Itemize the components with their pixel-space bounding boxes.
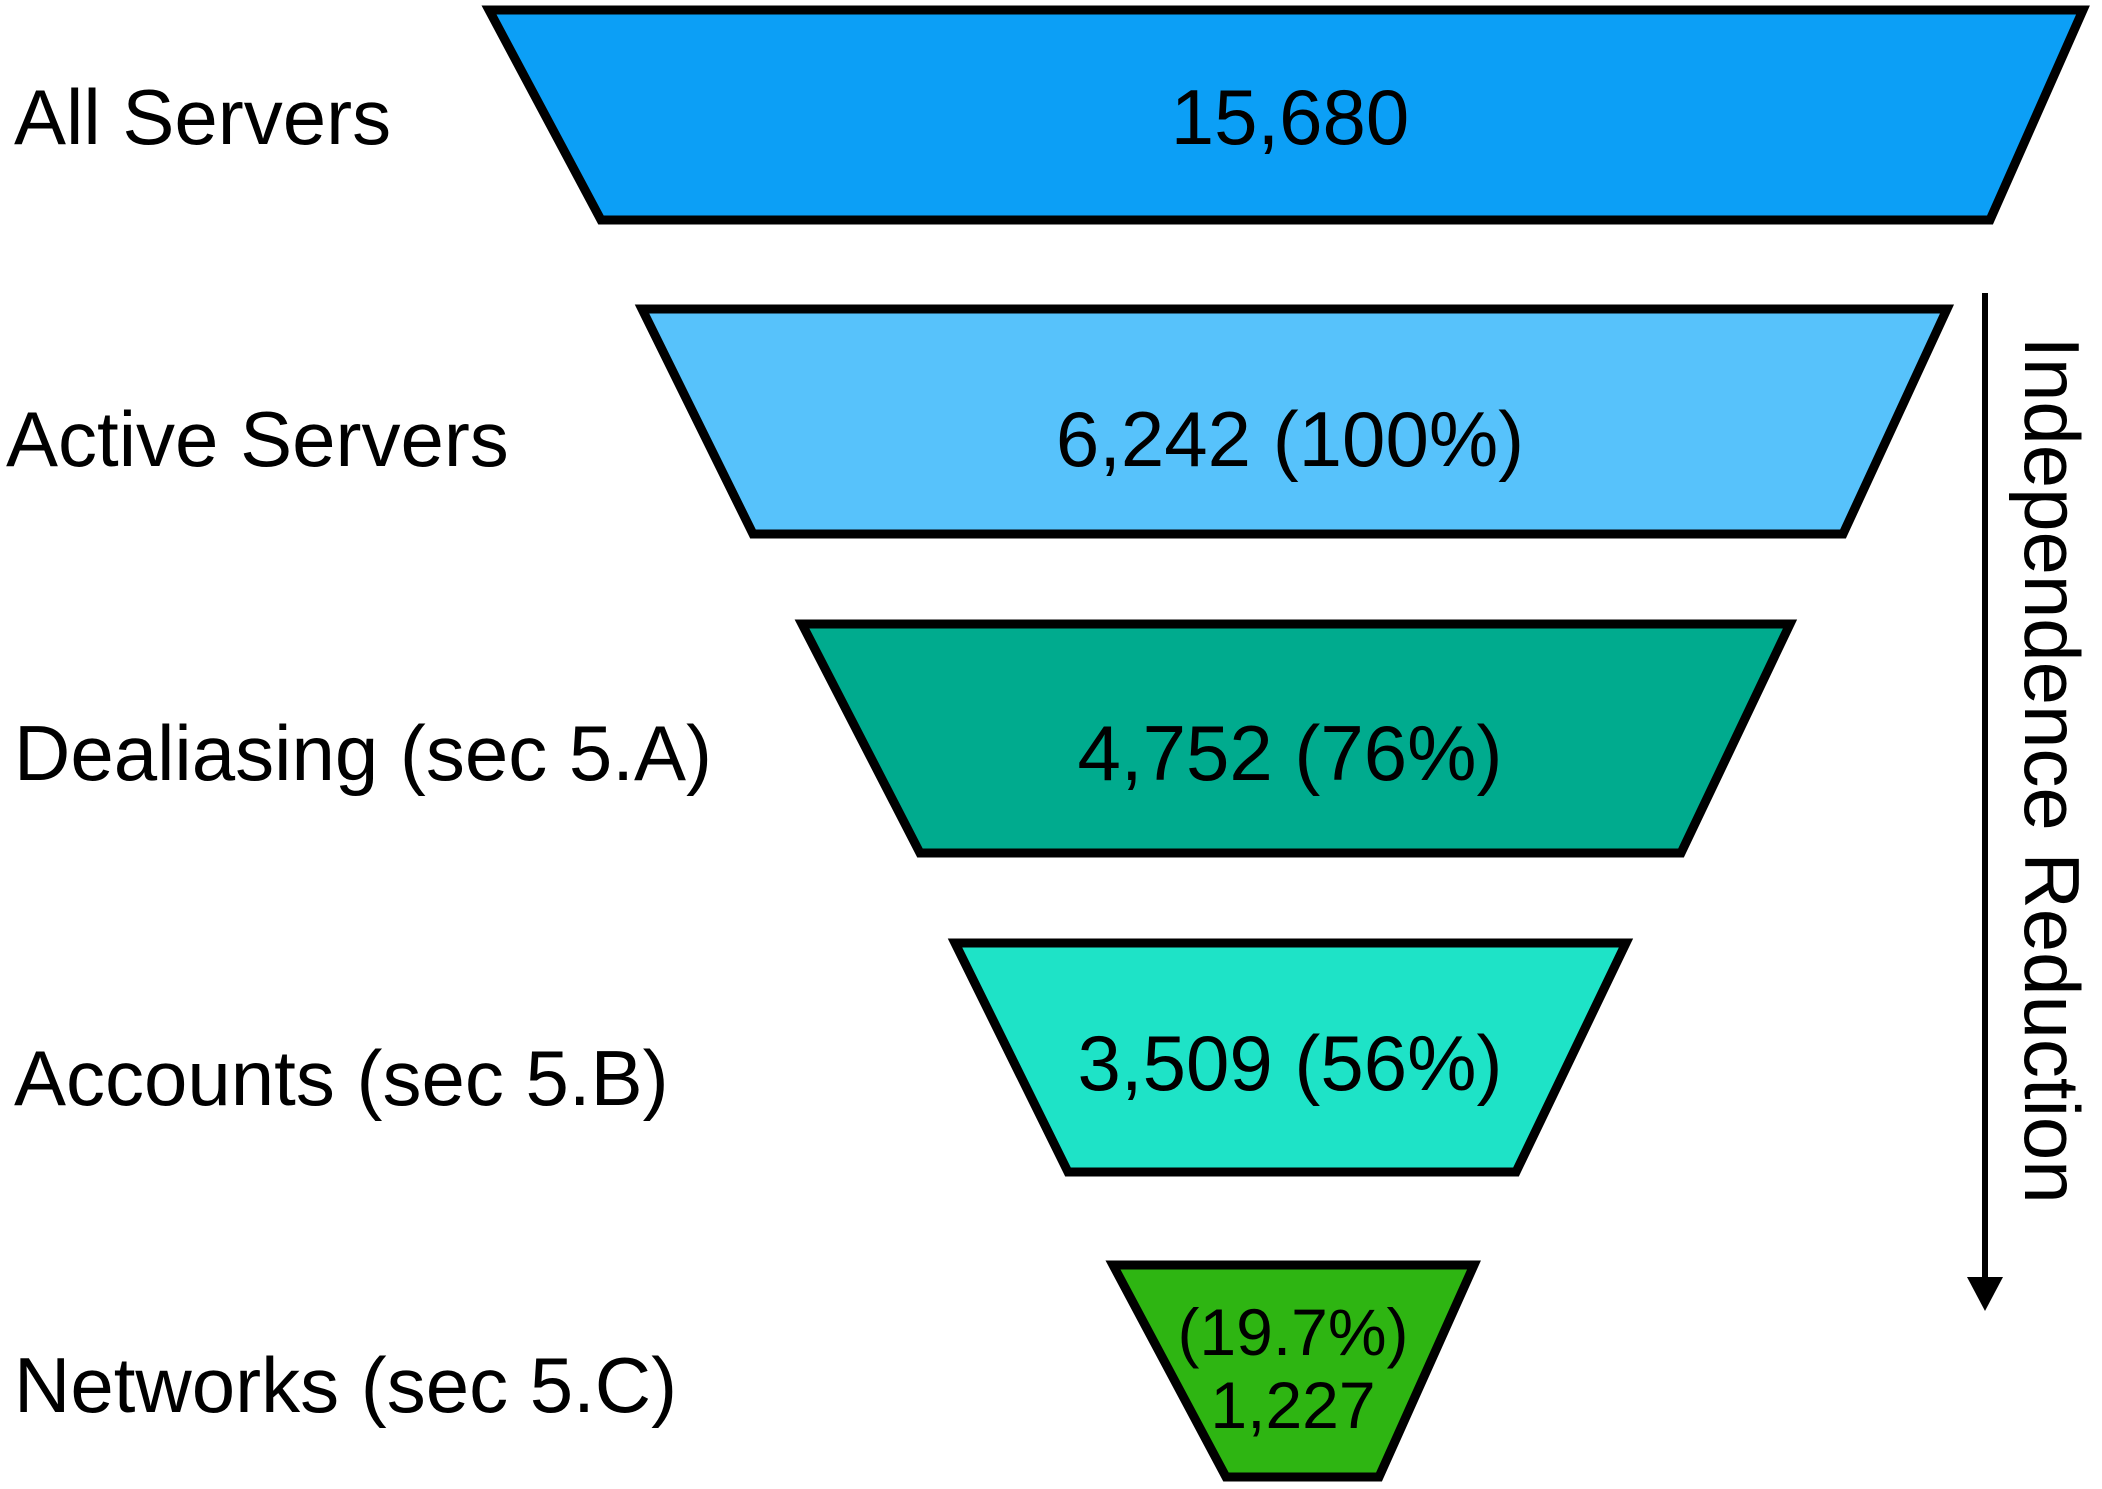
- stage-label-all-servers: All Servers: [14, 73, 391, 161]
- arrow-down-icon: [1967, 1277, 2003, 1311]
- stage-label-active-servers: Active Servers: [6, 395, 509, 483]
- stage-value-all-servers: 15,680: [1171, 73, 1410, 161]
- arrow-label: Independence Reduction: [2008, 336, 2096, 1203]
- funnel-segment-all-servers: [481, 5, 2090, 225]
- stage-value-networks-count: 1,227: [1210, 1368, 1375, 1442]
- stage-label-networks: Networks (sec 5.C): [14, 1341, 677, 1429]
- stage-value-active-servers: 6,242 (100%): [1056, 395, 1524, 483]
- stage-label-dealiasing: Dealiasing (sec 5.A): [14, 709, 712, 797]
- funnel-segment-active-servers: [634, 304, 1955, 539]
- stage-row-all-servers: All Servers 15,680: [14, 5, 2090, 225]
- stage-row-accounts: Accounts (sec 5.B) 3,509 (56%): [14, 938, 1634, 1177]
- independence-reduction-arrow: Independence Reduction: [1967, 293, 2096, 1311]
- funnel-segment-networks: [1105, 1260, 1481, 1482]
- stage-label-accounts: Accounts (sec 5.B): [14, 1034, 669, 1122]
- funnel-segment-accounts: [947, 938, 1634, 1177]
- stage-row-active-servers: Active Servers 6,242 (100%): [6, 304, 1955, 539]
- stage-row-dealiasing: Dealiasing (sec 5.A) 4,752 (76%): [14, 619, 1798, 858]
- stage-row-networks: Networks (sec 5.C) (19.7%) 1,227: [14, 1260, 1481, 1482]
- stage-value-accounts: 3,509 (56%): [1078, 1019, 1503, 1107]
- stage-value-networks-percent: (19.7%): [1177, 1295, 1408, 1369]
- stage-value-dealiasing: 4,752 (76%): [1078, 709, 1503, 797]
- funnel-segment-dealiasing: [794, 619, 1798, 858]
